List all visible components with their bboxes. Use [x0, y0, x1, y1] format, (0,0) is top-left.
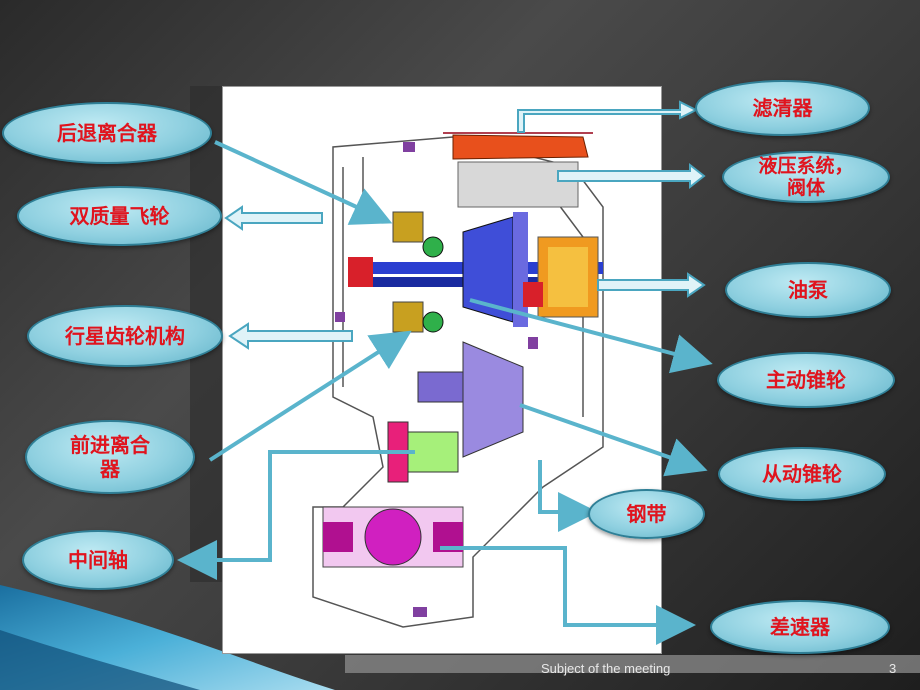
arrow-intermediate-shaft — [177, 450, 415, 580]
arrow-hydraulic — [557, 162, 706, 190]
arrow-dual-mass-flywheel — [224, 205, 323, 231]
label-dual-mass-flywheel: 双质量飞轮 — [17, 186, 222, 246]
arrow-drive-pulley — [469, 298, 713, 374]
label-filter: 滤清器 — [695, 80, 870, 136]
arrow-driven-pulley — [519, 403, 708, 477]
label-drive-pulley: 主动锥轮 — [717, 352, 895, 408]
arrow-differential — [440, 546, 696, 645]
page-number: 3 — [889, 661, 897, 676]
arrow-forward-clutch — [208, 330, 412, 462]
arrow-steel-belt — [538, 460, 598, 532]
arrow-oil-pump — [597, 272, 706, 298]
label-driven-pulley: 从动锥轮 — [718, 447, 886, 501]
label-differential: 差速器 — [710, 600, 890, 654]
arrow-planetary-gear — [228, 322, 353, 350]
label-forward-clutch: 前进离合器 — [25, 420, 195, 494]
label-planetary-gear: 行星齿轮机构 — [27, 305, 223, 367]
label-steel-belt: 钢带 — [588, 489, 705, 539]
label-hydraulic-valve-body: 液压系统，阀体 — [722, 151, 890, 203]
footer-subject: Subject of the meeting — [541, 661, 671, 676]
label-reverse-clutch: 后退离合器 — [2, 102, 212, 164]
label-oil-pump: 油泵 — [725, 262, 891, 318]
transmission-drawing — [312, 132, 604, 628]
arrow-reverse-clutch — [214, 140, 393, 225]
shadow-bar-bottom — [345, 655, 920, 673]
arrow-filter — [517, 100, 699, 133]
label-intermediate-shaft: 中间轴 — [22, 530, 174, 590]
